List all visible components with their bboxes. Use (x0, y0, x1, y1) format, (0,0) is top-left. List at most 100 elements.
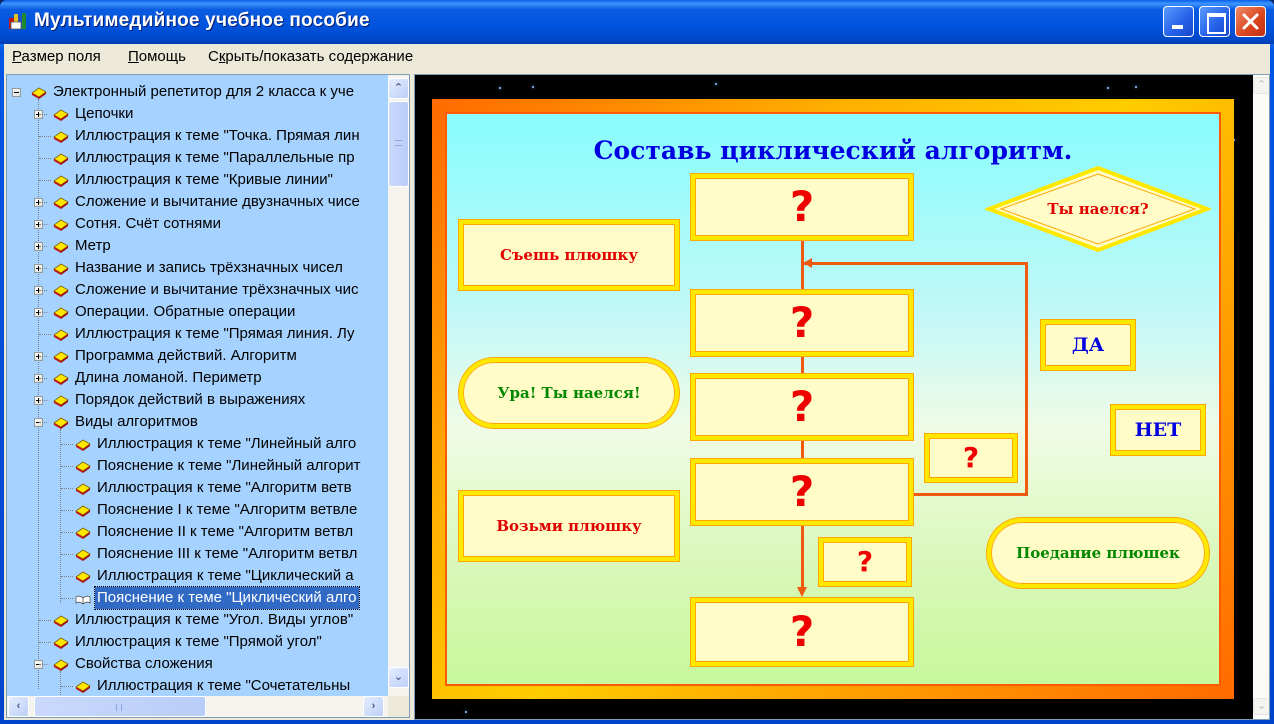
collapse-icon[interactable] (12, 88, 21, 97)
star-decoration (499, 87, 501, 89)
eat-bun-block[interactable]: Съешь плюшку (459, 220, 679, 290)
contents-tree[interactable]: Электронный репетитор для 2 класса к уче… (6, 74, 410, 718)
tree-item[interactable]: Иллюстрация к теме "Кривые линии" (7, 169, 387, 191)
closed-book-icon (75, 569, 91, 583)
tree-item[interactable]: Электронный репетитор для 2 класса к уче (7, 81, 387, 103)
closed-book-icon (53, 195, 69, 209)
tree-item[interactable]: Пояснение II к теме "Алгоритм ветвл (7, 521, 387, 543)
tree-connector (61, 444, 73, 445)
minimize-button[interactable] (1163, 6, 1194, 37)
no-label-block[interactable]: НЕТ (1111, 405, 1205, 455)
tree-item[interactable]: Пояснение к теме "Линейный алгорит (7, 455, 387, 477)
tree-item[interactable]: Программа действий. Алгоритм (7, 345, 387, 367)
tree-item-label: Сложение и вычитание двузначных чисе (75, 193, 360, 210)
branch-label-slot-2[interactable]: ? (819, 538, 911, 586)
tree-item[interactable]: Цепочки (7, 103, 387, 125)
tree-item[interactable]: Иллюстрация к теме "Циклический а (7, 565, 387, 587)
algorithm-slot-5[interactable]: ? (691, 598, 913, 666)
tree-item-label: Иллюстрация к теме "Кривые линии" (75, 171, 333, 188)
title-bar[interactable]: Мультимедийное учебное пособие (0, 0, 1274, 44)
tree-item[interactable]: Иллюстрация к теме "Сочетательны (7, 675, 387, 697)
tree-item[interactable]: Иллюстрация к теме "Прямая линия. Лу (7, 323, 387, 345)
app-books-icon (9, 13, 26, 30)
tree-item[interactable]: Сложение и вычитание двузначных чисе (7, 191, 387, 213)
tree-horizontal-scrollbar[interactable]: ‹ › (7, 696, 389, 717)
scroll-up-button[interactable]: ⌃ (388, 78, 409, 99)
tree-item[interactable]: Пояснение III к теме "Алгоритм ветвл (7, 543, 387, 565)
tree-item[interactable]: Название и запись трёхзначных чисел (7, 257, 387, 279)
maximize-button[interactable] (1199, 6, 1230, 37)
question-mark: ? (789, 298, 815, 347)
tree-item[interactable]: Иллюстрация к теме "Прямой угол" (7, 631, 387, 653)
algorithm-slot-2[interactable]: ? (691, 290, 913, 356)
tree-item[interactable]: Иллюстрация к теме "Параллельные пр (7, 147, 387, 169)
tree-vertical-scrollbar[interactable]: ⌃ ⌄ (388, 75, 409, 699)
menu-toggle-contents[interactable]: Скрыть/показать содержание (208, 48, 414, 65)
eating-buns-terminal-block[interactable]: Поедание плюшек (987, 518, 1209, 588)
scroll-left-button[interactable]: ‹ (8, 696, 29, 717)
tree-item[interactable]: Иллюстрация к теме "Линейный алго (7, 433, 387, 455)
tree-connector (61, 510, 73, 511)
tree-connector (39, 268, 47, 269)
close-button[interactable] (1235, 6, 1266, 37)
tree-item-label: Сотня. Счёт сотнями (75, 215, 221, 232)
menu-bar: Размер поля Помощь Скрыть/показать содер… (4, 44, 1270, 71)
vertical-scroll-thumb[interactable] (388, 101, 409, 187)
scroll-right-button[interactable]: › (363, 696, 384, 717)
star-decoration (1107, 87, 1109, 89)
closed-book-icon (53, 283, 69, 297)
slide-title: Составь циклический алгоритм. (593, 136, 1073, 165)
horizontal-scroll-thumb[interactable] (34, 696, 206, 717)
star-decoration (1233, 139, 1235, 141)
tree-item[interactable]: Порядок действий в выражениях (7, 389, 387, 411)
tree-item[interactable]: Сложение и вычитание трёхзначных чис (7, 279, 387, 301)
client-area: Электронный репетитор для 2 класса к уче… (4, 71, 1270, 720)
closed-book-icon (53, 635, 69, 649)
tree-item-label: Цепочки (75, 105, 134, 122)
tree-item[interactable]: Иллюстрация к теме "Угол. Виды углов" (7, 609, 387, 631)
closed-book-icon (53, 217, 69, 231)
menu-help[interactable]: Помощь (128, 48, 186, 65)
closed-book-icon (75, 679, 91, 693)
algorithm-slot-3[interactable]: ? (691, 374, 913, 440)
tree-item-label: Электронный репетитор для 2 класса к уче (53, 83, 355, 100)
tree-connector (39, 620, 51, 621)
tree-connector (39, 158, 51, 159)
take-bun-block[interactable]: Возьми плюшку (459, 491, 679, 561)
tree-connector (39, 202, 47, 203)
tree-item[interactable]: Сотня. Счёт сотнями (7, 213, 387, 235)
tree-item[interactable]: Операции. Обратные операции (7, 301, 387, 323)
tree-item-label: Метр (75, 237, 111, 254)
tree-item[interactable]: Пояснение I к теме "Алгоритм ветвле (7, 499, 387, 521)
content-vertical-scrollbar[interactable]: ⌃ ⌄ (1253, 75, 1269, 719)
tree-item[interactable]: Иллюстрация к теме "Алгоритм ветв (7, 477, 387, 499)
tree-connector (39, 334, 51, 335)
menu-field-size[interactable]: Размер поля (12, 48, 101, 65)
closed-book-icon (53, 371, 69, 385)
hooray-terminal-block[interactable]: Ура! Ты наелся! (459, 358, 679, 428)
question-mark: ? (789, 467, 815, 516)
branch-label-slot-1[interactable]: ? (925, 434, 1017, 482)
tree-connector (61, 488, 73, 489)
condition-diamond[interactable]: Ты наелся? (983, 165, 1213, 253)
slide-canvas: Составь циклический алгоритм. ? ? ? ? (445, 112, 1221, 686)
tree-item[interactable]: Виды алгоритмов (7, 411, 387, 433)
tree-item[interactable]: Пояснение к теме "Циклический алго (7, 586, 387, 610)
closed-book-icon (53, 327, 69, 341)
tree-item-label: Иллюстрация к теме "Сочетательны (97, 677, 351, 694)
loop-back-line (913, 493, 1028, 496)
tree-item[interactable]: Иллюстрация к теме "Точка. Прямая лин (7, 125, 387, 147)
yes-label-block[interactable]: ДА (1041, 320, 1135, 370)
closed-book-icon (75, 525, 91, 539)
algorithm-slot-1[interactable]: ? (691, 174, 913, 240)
question-mark: ? (789, 182, 815, 231)
algorithm-slot-4[interactable]: ? (691, 459, 913, 525)
content-scroll-down-button[interactable]: ⌄ (1253, 698, 1269, 715)
question-mark: ? (789, 607, 815, 656)
tree-item[interactable]: Длина ломаной. Периметр (7, 367, 387, 389)
content-scroll-up-button[interactable]: ⌃ (1253, 77, 1269, 94)
tree-connector (39, 136, 51, 137)
scroll-down-button[interactable]: ⌄ (388, 667, 409, 688)
tree-item[interactable]: Метр (7, 235, 387, 257)
tree-item[interactable]: Свойства сложения (7, 653, 387, 675)
